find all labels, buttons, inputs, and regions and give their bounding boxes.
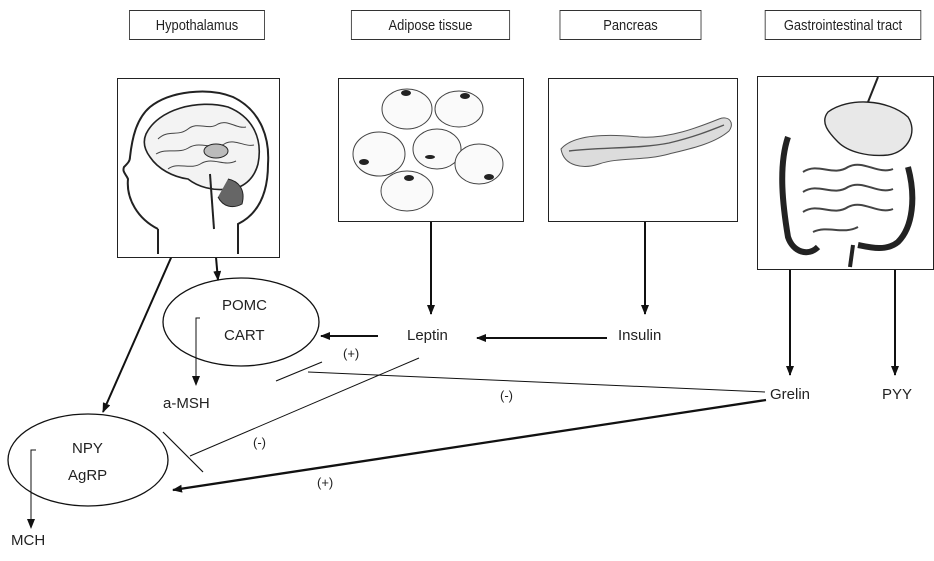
sign-grelin-to-npy: (+) [317, 475, 333, 490]
pancreas-illustration [549, 79, 738, 222]
pancreas-image [548, 78, 738, 222]
npy-inhibit-bar [163, 432, 203, 472]
brain-illustration [118, 79, 280, 258]
npy-agrp-ellipse [8, 414, 168, 506]
pomc-cart-ellipse [163, 278, 319, 366]
header-gastrointestinal-tract: Gastrointestinal tract [765, 10, 922, 40]
pyy-label: PYY [882, 386, 912, 403]
agrp-label: AgRP [68, 467, 107, 484]
sign-grelin-to-pomc: (-) [500, 388, 513, 403]
npy-label: NPY [72, 440, 103, 457]
insulin-label: Insulin [618, 327, 661, 344]
sign-leptin-to-npy: (-) [253, 435, 266, 450]
grelin-label: Grelin [770, 386, 810, 403]
amsh-label: a-MSH [163, 395, 210, 412]
gastrointestinal-tract-image [757, 76, 934, 270]
leptin-to-npy-inhibit-line [190, 358, 419, 456]
sign-leptin-to-pomc: (+) [343, 346, 359, 361]
pomc-label: POMC [222, 297, 267, 314]
adipose-tissue-image [338, 78, 524, 222]
mch-label: MCH [11, 532, 45, 549]
header-adipose-tissue: Adipose tissue [351, 10, 510, 40]
pomc-inhibit-bar [276, 362, 322, 381]
cart-label: CART [224, 327, 265, 344]
header-pancreas: Pancreas [560, 10, 702, 40]
grelin-to-pomc-inhibit-line [308, 372, 765, 392]
brain-image [117, 78, 280, 258]
leptin-label: Leptin [407, 327, 448, 344]
fat-cells-illustration [339, 79, 524, 222]
npy-to-mch-arrow [31, 450, 36, 528]
header-hypothalamus: Hypothalamus [129, 10, 265, 40]
pomc-to-amsh-arrow [196, 318, 200, 385]
gi-tract-illustration [758, 77, 934, 270]
